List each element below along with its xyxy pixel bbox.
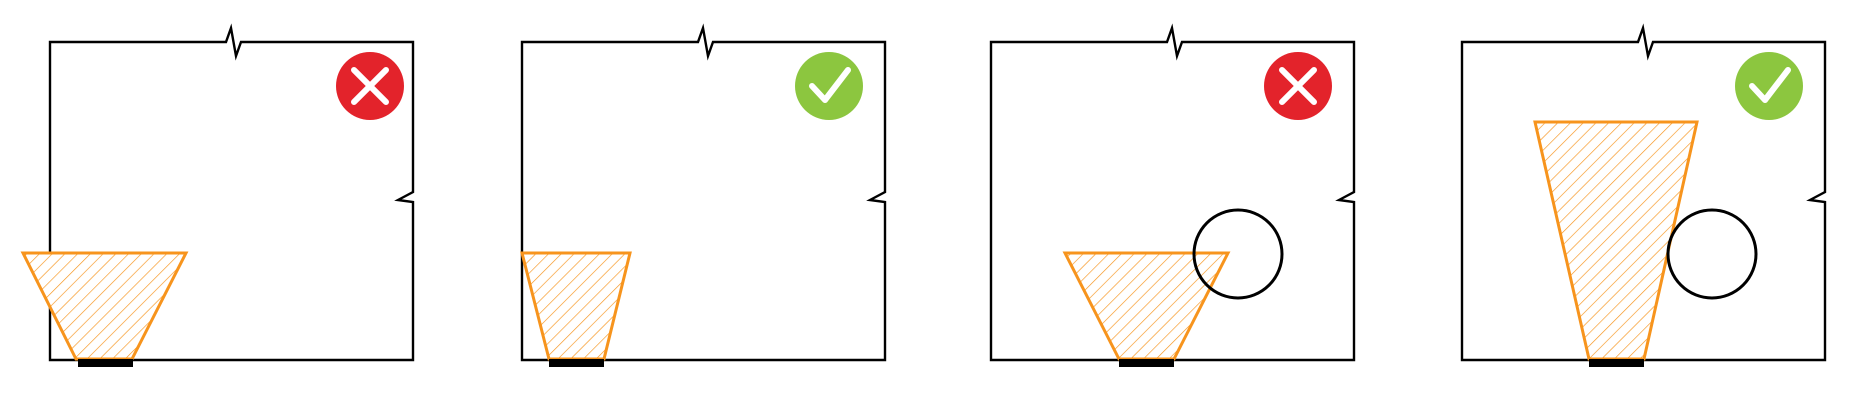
panel-3 [989,23,1356,367]
panel-1 [20,23,415,367]
coverage-zone [520,251,632,361]
badge-background [795,52,863,120]
checkmark-icon [1749,67,1791,103]
cross-icon [351,67,389,105]
coverage-zone [1533,120,1699,361]
panel-4 [1460,23,1827,367]
sensor-mount [1589,359,1644,367]
room-wall [989,23,1356,362]
sensor-mount [78,359,133,367]
room-wall [520,23,887,362]
checkmark-icon [809,67,851,103]
cross-icon [1279,67,1317,105]
room-wall [48,23,415,362]
incorrect-badge [1264,52,1332,120]
correct-badge [795,52,863,120]
sensor-mount [549,359,604,367]
room-wall [1460,23,1827,362]
obstruction [1192,208,1284,300]
badge-background [1735,52,1803,120]
correct-badge [1735,52,1803,120]
coverage-zone [20,251,189,361]
panel-2 [520,23,887,367]
obstruction [1666,208,1758,300]
incorrect-badge [336,52,404,120]
coverage-zone [1062,251,1231,361]
sensor-mount [1119,359,1174,367]
